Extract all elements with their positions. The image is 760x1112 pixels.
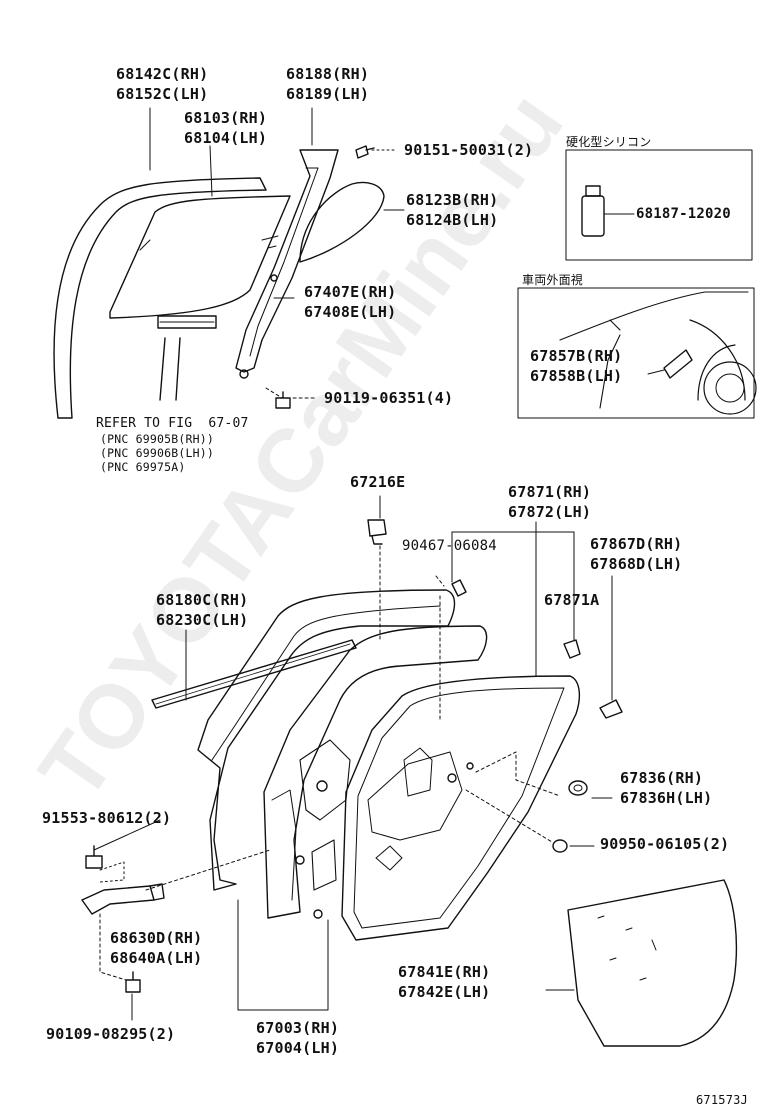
callout-67216e: 67216E bbox=[350, 473, 406, 491]
callout-90151: 90151-50031(2) bbox=[404, 141, 534, 159]
clip-67871a bbox=[563, 639, 581, 659]
callout-68187: 68187-12020 bbox=[636, 206, 731, 222]
grommet-67836 bbox=[568, 780, 588, 796]
refer-note-title: REFER TO FIG 67-07 bbox=[96, 416, 249, 431]
silicone-tube bbox=[581, 195, 605, 237]
refer-note-pnc: (PNC 69905B(RH)) (PNC 69906B(LH)) (PNC 6… bbox=[100, 432, 214, 474]
callout-68103: 68103(RH) 68104(LH) bbox=[184, 109, 268, 147]
belt-moulding bbox=[151, 639, 357, 709]
callout-67871a: 67871A bbox=[544, 591, 600, 609]
quarter-window-glass bbox=[299, 181, 385, 263]
callout-68630d: 68630D(RH) 68640A(LH) bbox=[110, 929, 203, 967]
callout-68188: 68188(RH) 68189(LH) bbox=[286, 65, 370, 103]
clip-90467 bbox=[451, 579, 467, 597]
exterior-view-box bbox=[517, 287, 755, 419]
service-hole-cover bbox=[567, 879, 738, 1047]
hole-plug-90950 bbox=[552, 839, 568, 853]
diagram-code: 671573J bbox=[696, 1093, 748, 1107]
callout-68123b: 68123B(RH) 68124B(LH) bbox=[406, 191, 499, 229]
bolt-91553 bbox=[85, 845, 103, 869]
clip-67216e bbox=[367, 519, 387, 545]
door-hinge bbox=[81, 885, 155, 915]
callout-67871: 67871(RH) 67872(LH) bbox=[508, 483, 592, 521]
screw-90151 bbox=[355, 145, 375, 159]
callout-91553: 91553-80612(2) bbox=[42, 809, 172, 827]
callout-67841e: 67841E(RH) 67842E(LH) bbox=[398, 963, 491, 1001]
door-opening-weatherstrip bbox=[341, 675, 581, 941]
silicone-box bbox=[565, 149, 753, 261]
callout-67407e: 67407E(RH) 67408E(LH) bbox=[304, 283, 397, 321]
silicone-box-title: 硬化型シリコン bbox=[566, 135, 652, 149]
callout-67857b: 67857B(RH) 67858B(LH) bbox=[530, 347, 623, 385]
division-bar-weatherstrip bbox=[235, 149, 339, 373]
bolt-90109 bbox=[125, 971, 141, 993]
exterior-box-title: 車両外面視 bbox=[522, 273, 584, 287]
callout-67836: 67836(RH) 67836H(LH) bbox=[620, 769, 713, 807]
callout-67003: 67003(RH) 67004(LH) bbox=[256, 1019, 340, 1057]
callout-68142c: 68142C(RH) 68152C(LH) bbox=[116, 65, 209, 103]
callout-68180c: 68180C(RH) 68230C(LH) bbox=[156, 591, 249, 629]
callout-67867d: 67867D(RH) 67868D(LH) bbox=[590, 535, 683, 573]
clip-67867d bbox=[599, 699, 623, 719]
glass-channel bbox=[157, 315, 217, 329]
glass-run-channel bbox=[53, 177, 267, 419]
callout-90950: 90950-06105(2) bbox=[600, 835, 730, 853]
screw-90119 bbox=[275, 391, 291, 409]
callout-90109: 90109-08295(2) bbox=[46, 1025, 176, 1043]
door-shell bbox=[263, 625, 488, 919]
door-window-glass bbox=[109, 195, 291, 319]
callout-90119: 90119-06351(4) bbox=[324, 389, 454, 407]
callout-90467: 90467-06084 bbox=[402, 538, 497, 554]
door-frame-weatherstrip bbox=[197, 589, 456, 891]
